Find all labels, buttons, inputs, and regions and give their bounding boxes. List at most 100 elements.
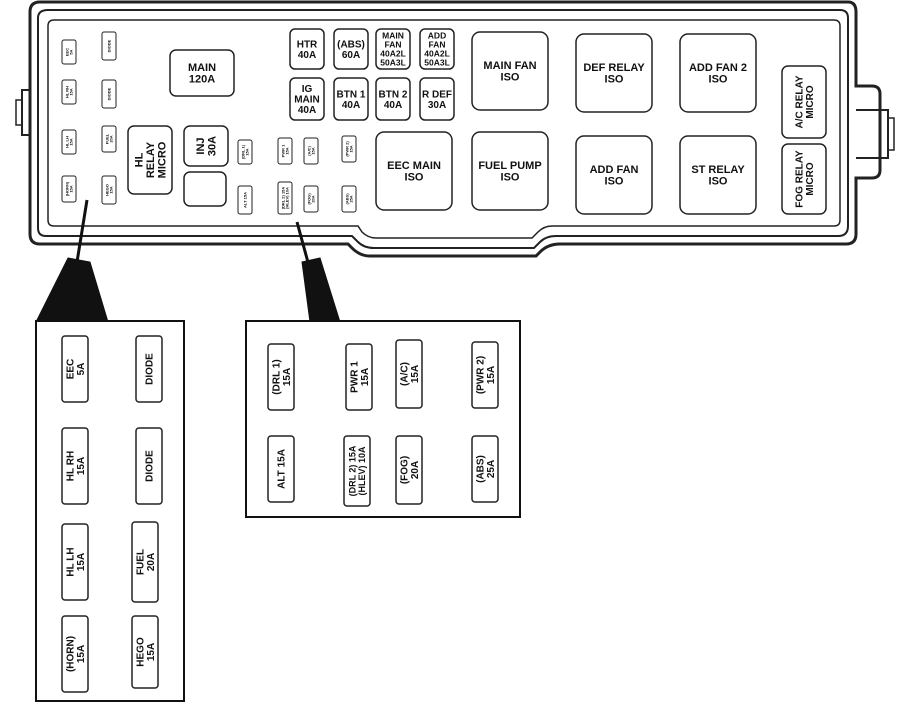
detail-mid-drl1: (DRL 1)15A [267, 343, 295, 411]
component-outline [61, 175, 77, 203]
label-line: MAIN [188, 62, 216, 74]
label-line: 15A [311, 147, 316, 154]
label-line: 30A [207, 136, 219, 156]
component-outline [61, 523, 89, 601]
component-label: (ABS)25A [475, 455, 497, 483]
component-label: HL RH15A [64, 86, 73, 98]
component-outline [471, 435, 499, 503]
component-outline [61, 39, 77, 65]
mid-small-abs25: (ABS)25A [341, 185, 357, 213]
component-label: HLRELAYMICRO [133, 141, 168, 178]
detail-left-fuel: FUEL20A [131, 521, 159, 603]
component-outline [277, 137, 293, 165]
box-hl-relay: HLRELAYMICRO [127, 125, 173, 195]
component-outline [679, 135, 757, 215]
callout-wedge-mid [301, 257, 341, 323]
label-line: DEF RELAY [583, 62, 645, 74]
label-line: (HORN) [65, 636, 76, 672]
label-line: 40A [342, 100, 360, 111]
label-line: 60A [342, 50, 360, 61]
component-outline [61, 129, 77, 155]
label-line: (HORN) [64, 181, 69, 196]
label-line: FUEL [135, 549, 146, 575]
component-label: (HORN)15A [64, 181, 73, 196]
label-line: 40A2L [380, 48, 406, 58]
detail-left-diode1: DIODE [135, 335, 163, 403]
detail-left-hlrh: HL RH15A [61, 427, 89, 505]
label-line: EEC [65, 359, 76, 380]
detail-left-horn: (HORN)15A [61, 615, 89, 693]
label-line: (FOG) [399, 456, 410, 484]
component-label: (DRL 1)15A [271, 359, 293, 394]
label-line: 40A2L [424, 48, 450, 58]
component-label: (A/C)15A [306, 146, 315, 156]
label-line: ADD FAN 2 [689, 62, 747, 74]
component-label: EEC5A [65, 359, 87, 380]
component-outline [101, 31, 117, 61]
component-label: A/C RELAYMICRO [794, 75, 816, 128]
fuse-box-housing [15, 0, 895, 258]
component-label: (PWR 2)15A [344, 141, 353, 157]
label-line: 20A [311, 195, 316, 202]
component-outline [101, 79, 117, 109]
left-small-eec: EEC5A [61, 39, 77, 65]
label-line: MICRO [805, 85, 816, 119]
component-outline [781, 143, 827, 215]
box-abs60: (ABS)60A [333, 28, 369, 70]
label-line: HEGO [104, 184, 109, 196]
label-line: (PWR 2) [344, 141, 349, 157]
label-line: 15A [360, 368, 371, 386]
component-outline [341, 185, 357, 213]
component-label: EEC5A [64, 48, 73, 56]
component-label: ALT 15A [242, 192, 247, 208]
detail-mid-ac: (A/C)15A [395, 339, 423, 409]
label-line: ADD FAN [590, 164, 639, 176]
label-line: 15A [69, 185, 74, 192]
component-outline [375, 28, 411, 70]
component-label: FUEL20A [135, 549, 157, 575]
component-label: (DRL 2) 15A(HLEV) 10A [280, 187, 289, 210]
component-outline [471, 341, 499, 409]
component-label: DIODE [106, 87, 111, 100]
label-line: ALT 15A [242, 192, 247, 208]
component-outline [781, 65, 827, 139]
component-outline [575, 135, 653, 215]
label-line: PWR 1 [280, 144, 285, 157]
component-label: PWR 115A [280, 144, 289, 157]
component-outline [303, 185, 319, 213]
label-line: (DRL 1) [271, 359, 282, 394]
component-label: INJ30A [195, 136, 219, 156]
detail-left-diode2: DIODE [135, 427, 163, 505]
label-line: (DRL 1) [240, 144, 245, 159]
label-line: 25A [349, 195, 354, 202]
component-outline [333, 77, 369, 121]
label-line: 15A [285, 147, 290, 154]
component-label: DIODE [106, 39, 111, 52]
component-outline [343, 435, 371, 507]
label-line: 15A [109, 186, 114, 193]
label-line: ISO [605, 74, 624, 86]
component-outline [237, 139, 253, 165]
component-label: HEGO15A [135, 637, 157, 667]
label-line: FAN [385, 40, 402, 50]
label-line: (A/C) [399, 362, 410, 386]
component-outline [575, 33, 653, 113]
label-line: HL RH [64, 86, 69, 98]
component-label: (PWR 2)15A [475, 356, 497, 394]
label-line: A/C RELAY [794, 75, 805, 128]
